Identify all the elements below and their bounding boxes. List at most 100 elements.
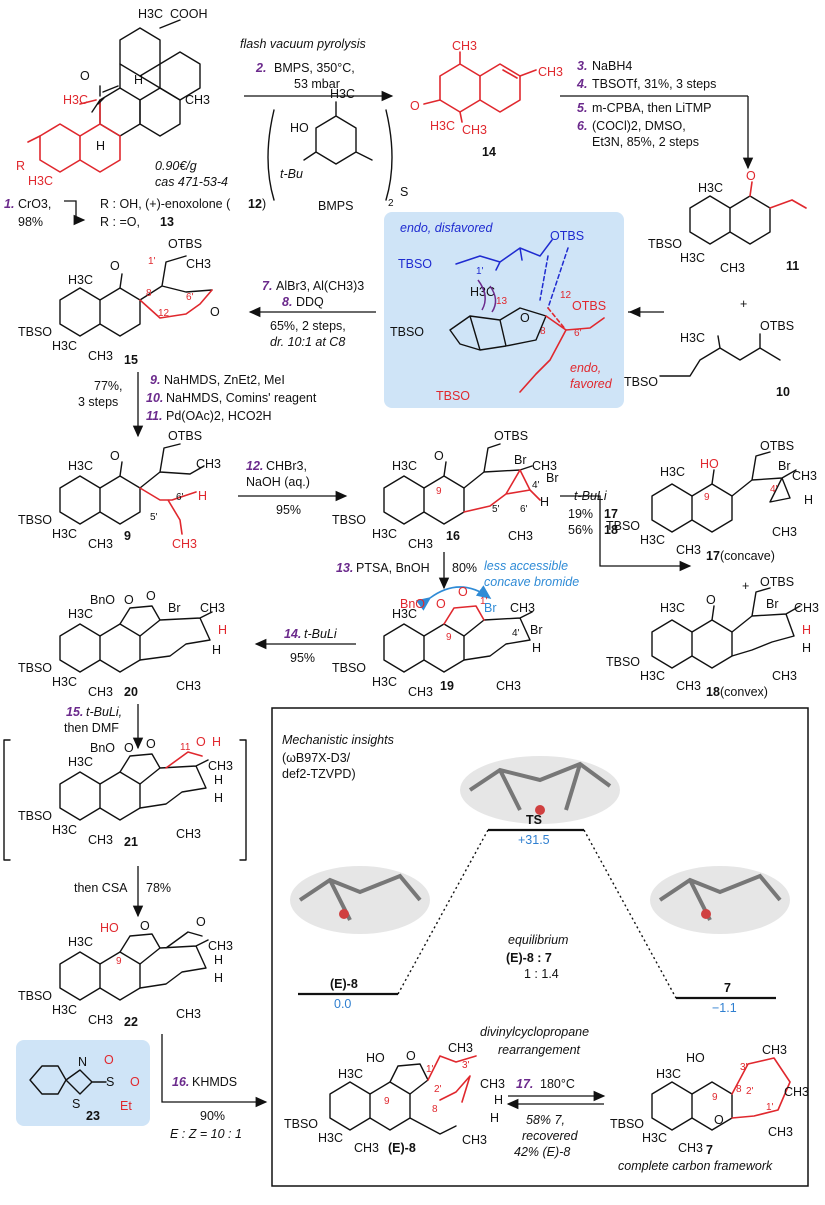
methyl-label: H3C [430,119,455,133]
transition-state-drawing [449,239,605,393]
7-3d-model [650,866,790,934]
methyl-label: H3C [52,675,77,689]
locant-6p: 6' [520,504,528,515]
methyl-label: CH3 [172,537,197,551]
methyl-label: CH3 [176,1007,201,1021]
fvp-label: flash vacuum pyrolysis [240,37,366,51]
methyl-label: H3C [660,601,685,615]
methyl-label: H3C [392,607,417,621]
hydroxyl-label: HO [700,457,719,471]
h-label: H [214,971,223,985]
compound-10-label: 10 [776,385,790,399]
locant-1p: 1' [766,1102,774,1113]
methyl-label: H3C [52,1003,77,1017]
otbs-label: OTBS [760,319,794,333]
step-12-reagent: CHBr3, [266,459,307,473]
thiazole-n: N [78,1055,87,1069]
methyl-label: CH3 [510,601,535,615]
hydroxyl-label: HO [686,1051,705,1065]
locant-6p: 6' [574,328,582,339]
compound-11-structure [689,181,807,245]
locant-1p: 1' [476,266,484,277]
otbs-label: OTBS [572,299,606,313]
step-9-reagent: NaHMDS, ZnEt2, MeI [164,373,285,387]
methyl-label: CH3 [88,685,113,699]
compound-7-label: 7 [706,1143,713,1157]
framework-label: complete carbon framework [618,1159,773,1173]
methyl-label: H3C [52,527,77,541]
h-label: H [96,139,105,153]
yield-17-compound: 17 [604,507,618,521]
bmps-s: S [400,185,408,199]
ketone-o: O [520,311,530,325]
methyl-label: CH3 [676,679,701,693]
tbso-label: TBSO [606,519,640,533]
benzyloxy-label: BnO [90,593,115,607]
methyl-label: H3C [680,331,705,345]
step-16-yield: 90% [200,1109,225,1123]
locant-2p: 2' [746,1086,754,1097]
step-12-reagent-2: NaOH (aq.) [246,475,310,489]
locant-2p: 2' [434,1084,442,1095]
compound-23-label: 23 [86,1109,100,1123]
methyl-label: CH3 [208,939,233,953]
ether-o: O [406,1049,416,1063]
compound-21-label: 21 [124,835,138,849]
cooh-group: COOH [170,7,208,21]
sulfone-o: O [104,1053,114,1067]
tbso-label: TBSO [398,257,432,271]
methyl-label: H3C [338,1067,363,1081]
methyl-label: CH3 [88,537,113,551]
hydroxyl-label: HO [100,921,119,935]
reaction-path [397,829,677,999]
step-1-yield: 98% [18,215,43,229]
csa-reagent: then CSA [74,881,128,895]
step-10-reagent: NaHMDS, Comins' reagent [166,391,317,405]
methyl-label: CH3 [784,1085,809,1099]
step-3-number: 3. [577,59,587,73]
step-6-reagent-2: Et3N, 85%, 2 steps [592,135,699,149]
cooh-label: H3C [138,7,163,21]
methyl-label: CH3 [88,349,113,363]
h-label: H [218,623,227,637]
step-17-number: 17. [516,1077,533,1091]
cas-label: cas 471-53-4 [155,175,228,189]
methyl-label: H3C [656,1067,681,1081]
compound-12-label: 12 [248,197,262,211]
locant-5p: 5' [150,512,158,523]
compound-18-label: 18 [706,685,720,699]
methyl-label: CH3 [88,833,113,847]
intermediate-bracket [3,739,247,861]
csa-yield: 78% [146,881,171,895]
step-2-number: 2. [255,61,266,75]
compound-7-structure [651,1057,791,1131]
tbuli-label: t-BuLi [574,489,608,503]
locant-6p: 6' [186,292,194,303]
methyl-label: H3C [640,669,665,683]
h-label: H [214,953,223,967]
methyl-label: CH3 [176,679,201,693]
rearrangement-label-2: rearrangement [498,1043,581,1057]
tbso-label: TBSO [18,809,52,823]
hydroxyl-label: HO [366,1051,385,1065]
tbso-label: TBSO [332,661,366,675]
7-energy: −1.1 [712,1001,737,1015]
methyl-label: CH3 [448,1041,473,1055]
methyl-label: CH3 [462,123,487,137]
bmps-methyl: H3C [330,87,355,101]
sulfone-o: O [130,1075,140,1089]
h-label: H [802,641,811,655]
ketone-o: O [706,593,716,607]
r-oh-label: R : OH, (+)-enoxolone ( [100,197,231,211]
methyl-label: CH3 [452,39,477,53]
step-7-number: 7. [262,279,272,293]
methyl-label: H3C [68,755,93,769]
step-3-reagent: NaBH4 [592,59,632,73]
step-13-reagent: PTSA, BnOH [356,561,430,575]
locant-3p: 3' [462,1060,470,1071]
rearrangement-label: divinylcyclopropane [480,1025,589,1039]
methyl-label: CH3 [678,1141,703,1155]
tbso-label: TBSO [390,325,424,339]
e8-compound-label: (E)-8 [388,1141,416,1155]
